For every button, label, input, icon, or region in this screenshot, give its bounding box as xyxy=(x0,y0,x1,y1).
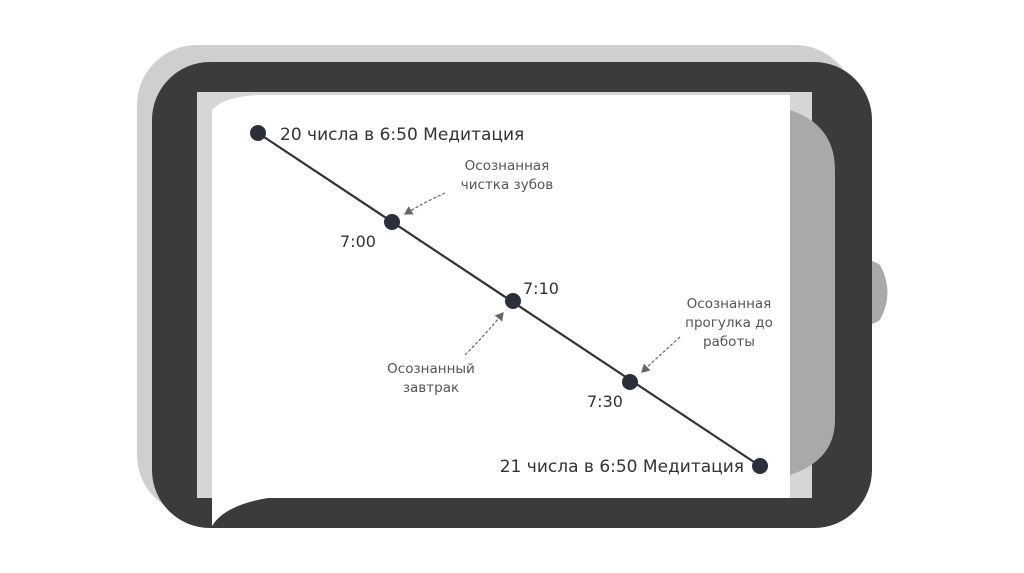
note-line: Осознанная xyxy=(465,158,550,174)
time-label: 7:00 xyxy=(340,232,376,251)
time-label: 7:30 xyxy=(587,392,623,411)
note-line: работы xyxy=(703,334,755,350)
dot-start xyxy=(250,125,266,141)
timeline-dots xyxy=(250,125,768,474)
time-label: 7:10 xyxy=(523,279,559,298)
note-line: Осознанная xyxy=(687,296,772,312)
note-line: прогулка до xyxy=(685,315,773,331)
dot-7-30 xyxy=(622,374,638,390)
dot-7-00 xyxy=(384,214,400,230)
tablet-button-icon xyxy=(838,277,868,307)
page-flap xyxy=(790,110,835,475)
dot-end xyxy=(752,458,768,474)
note-breakfast: Осознанный завтрак xyxy=(387,312,504,396)
note-line: завтрак xyxy=(403,380,459,396)
note-brushing: Осознанная чистка зубов xyxy=(403,158,554,215)
note-walk: Осознанная прогулка до работы xyxy=(641,296,773,373)
arrow-icon xyxy=(464,312,504,356)
note-line: Осознанный xyxy=(387,361,475,377)
arrow-icon xyxy=(403,192,446,215)
start-label: 20 числа в 6:50 Медитация xyxy=(280,125,524,145)
note-line: чистка зубов xyxy=(461,177,554,193)
dot-7-10 xyxy=(505,293,521,309)
end-label: 21 числа в 6:50 Медитация xyxy=(500,457,744,477)
paper-page xyxy=(212,95,790,526)
arrow-icon xyxy=(641,336,681,373)
